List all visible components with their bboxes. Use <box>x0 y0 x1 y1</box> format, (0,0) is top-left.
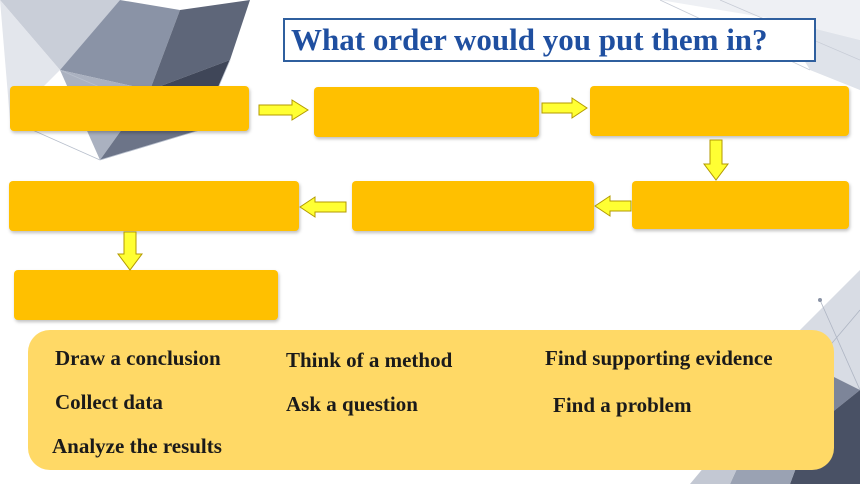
step-box-5[interactable] <box>352 181 594 231</box>
option-draw-a-conclusion[interactable]: Draw a conclusion <box>55 346 221 370</box>
step-box-7[interactable] <box>14 270 278 320</box>
arrow-right-icon <box>258 99 309 121</box>
step-box-6[interactable] <box>9 181 299 231</box>
option-think-of-a-method[interactable]: Think of a method <box>286 348 453 372</box>
option-collect-data[interactable]: Collect data <box>55 390 163 414</box>
arrow-down-icon <box>703 139 729 181</box>
arrow-down-icon <box>117 231 143 271</box>
option-find-supporting-evidence[interactable]: Find supporting evidence <box>545 346 773 370</box>
step-box-4[interactable] <box>632 181 849 229</box>
arrow-right-icon <box>541 97 588 119</box>
arrow-left-icon <box>594 195 632 217</box>
page-title: What order would you put them in? <box>283 18 816 62</box>
option-ask-a-question[interactable]: Ask a question <box>286 392 418 416</box>
option-find-a-problem[interactable]: Find a problem <box>553 393 692 417</box>
arrow-left-icon <box>299 196 347 218</box>
option-analyze-the-results[interactable]: Analyze the results <box>52 434 222 458</box>
options-panel <box>28 330 834 470</box>
step-box-3[interactable] <box>590 86 849 136</box>
step-box-1[interactable] <box>10 86 249 131</box>
step-box-2[interactable] <box>314 87 539 137</box>
